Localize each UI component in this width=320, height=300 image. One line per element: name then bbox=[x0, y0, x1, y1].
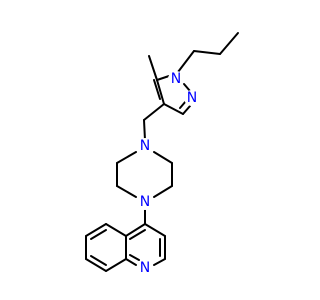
bond bbox=[85, 258, 107, 272]
bond bbox=[129, 229, 146, 240]
bond bbox=[163, 103, 184, 115]
bond bbox=[116, 185, 137, 198]
atom-label-background bbox=[168, 71, 184, 87]
bond bbox=[116, 151, 137, 164]
bond bbox=[156, 75, 170, 81]
atom-label-background bbox=[184, 90, 200, 106]
bond bbox=[90, 229, 107, 240]
bond bbox=[156, 79, 165, 105]
bond bbox=[177, 50, 195, 73]
bond bbox=[143, 119, 146, 141]
bonds bbox=[85, 32, 239, 272]
bond bbox=[183, 83, 191, 92]
bond bbox=[153, 258, 166, 266]
bond bbox=[105, 258, 127, 272]
bond bbox=[219, 32, 239, 55]
bond bbox=[105, 223, 127, 237]
bond bbox=[85, 223, 107, 237]
bond bbox=[179, 100, 187, 109]
molecule-structure-diagram: N N N N N bbox=[85, 32, 239, 276]
bond bbox=[90, 255, 107, 266]
piperazine-nitrogen-bottom: N bbox=[140, 194, 150, 210]
bond bbox=[193, 50, 221, 55]
bond bbox=[143, 103, 165, 121]
bond bbox=[182, 105, 191, 115]
atom-labels: N N N N N bbox=[137, 71, 200, 276]
bond bbox=[125, 223, 146, 237]
quinoline-nitrogen: N bbox=[140, 260, 150, 276]
bond bbox=[153, 79, 161, 100]
atom-label-background bbox=[137, 260, 153, 276]
bond bbox=[129, 254, 140, 261]
bond bbox=[153, 151, 173, 164]
pyrazole-nitrogen-2: N bbox=[187, 90, 197, 106]
pyrazole-nitrogen-1: N bbox=[171, 71, 181, 87]
bond bbox=[153, 185, 173, 198]
bond bbox=[148, 55, 158, 81]
atom-label-background bbox=[137, 194, 153, 210]
atom-label-background bbox=[137, 138, 153, 154]
piperazine-nitrogen-top: N bbox=[140, 138, 150, 154]
bond bbox=[125, 258, 137, 266]
bond bbox=[144, 223, 166, 237]
